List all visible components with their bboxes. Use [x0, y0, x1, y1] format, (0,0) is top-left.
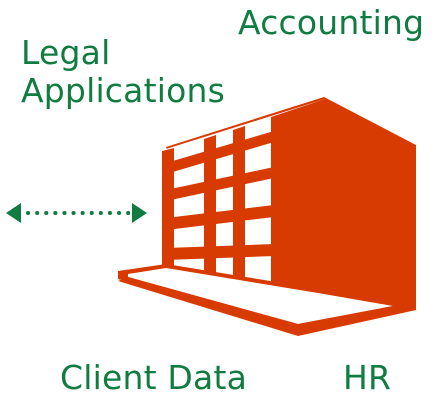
- arrow-head-left: [6, 203, 21, 223]
- building-rail-3: [166, 205, 274, 230]
- building-frame-left: [162, 148, 174, 276]
- building-base-front: [118, 277, 416, 336]
- building-mullion-1: [204, 135, 216, 281]
- building-frame-right: [271, 99, 325, 298]
- hr-label: HR: [343, 358, 392, 397]
- legal-applications-label-line1: Legal: [21, 33, 111, 72]
- arrow-head-right: [132, 203, 147, 223]
- bidirectional-dotted-arrow-icon: [6, 203, 147, 223]
- office-building-icon: [118, 97, 416, 336]
- building-rail-1: [166, 131, 274, 174]
- accounting-label: Accounting: [238, 3, 425, 42]
- building-rail-4: [166, 244, 274, 260]
- building-base-highlight: [128, 268, 393, 324]
- building-rail-2: [166, 167, 274, 201]
- client-data-label: Client Data: [60, 358, 248, 397]
- legal-applications-label-line2: Applications: [21, 71, 225, 110]
- building-side-wall: [324, 97, 416, 307]
- legal-applications-label: Legal Applications: [21, 34, 225, 110]
